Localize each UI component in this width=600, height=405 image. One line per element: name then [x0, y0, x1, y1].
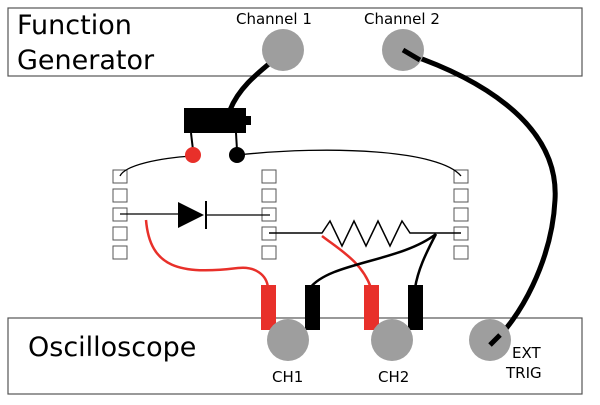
clip-ground-terminal: [229, 147, 245, 163]
ch2-black-lead-wire: [413, 233, 438, 289]
ch1-red-clip: [261, 285, 276, 330]
channel1-clip-body: [184, 108, 246, 133]
ch1-black-lead-wire: [309, 233, 437, 289]
ext-trig-jack[interactable]: [469, 319, 511, 361]
channel1-clip-tab: [244, 116, 251, 125]
ext-trig-label-line2: TRIG: [505, 364, 542, 382]
ch2-red-clip: [364, 285, 379, 330]
resistor-icon: [269, 219, 461, 248]
ch1-label: CH1: [272, 368, 303, 386]
ext-trig-label-line1: EXT: [512, 344, 541, 362]
signal-wire-left: [119, 155, 193, 177]
ch1-jack[interactable]: [267, 319, 309, 361]
function-generator-title-line1: Function: [17, 10, 132, 41]
function-generator-title-line2: Generator: [17, 45, 155, 76]
ch2-label: CH2: [378, 368, 409, 386]
channel1-jack[interactable]: [262, 29, 304, 71]
channel2-cable-end: [401, 47, 422, 63]
ch2-black-clip: [408, 285, 423, 330]
ch1-black-clip: [305, 285, 320, 330]
breadboard-middle-column: [261, 169, 277, 260]
channel2-label: Channel 2: [364, 10, 440, 28]
clip-signal-terminal: [185, 147, 201, 163]
ch2-red-lead-wire: [321, 235, 373, 289]
ch2-jack[interactable]: [371, 319, 413, 361]
breadboard-left-column: [112, 169, 128, 260]
diode-icon: [178, 202, 204, 228]
channel1-label: Channel 1: [236, 10, 312, 28]
ext-trig-cable-end: [488, 333, 502, 347]
ground-wire-right: [237, 149, 462, 177]
ch1-red-lead-wire: [144, 219, 270, 289]
channel2-cable: [407, 51, 558, 347]
breadboard-right-column: [453, 169, 469, 260]
oscilloscope-title: Oscilloscope: [28, 332, 196, 363]
